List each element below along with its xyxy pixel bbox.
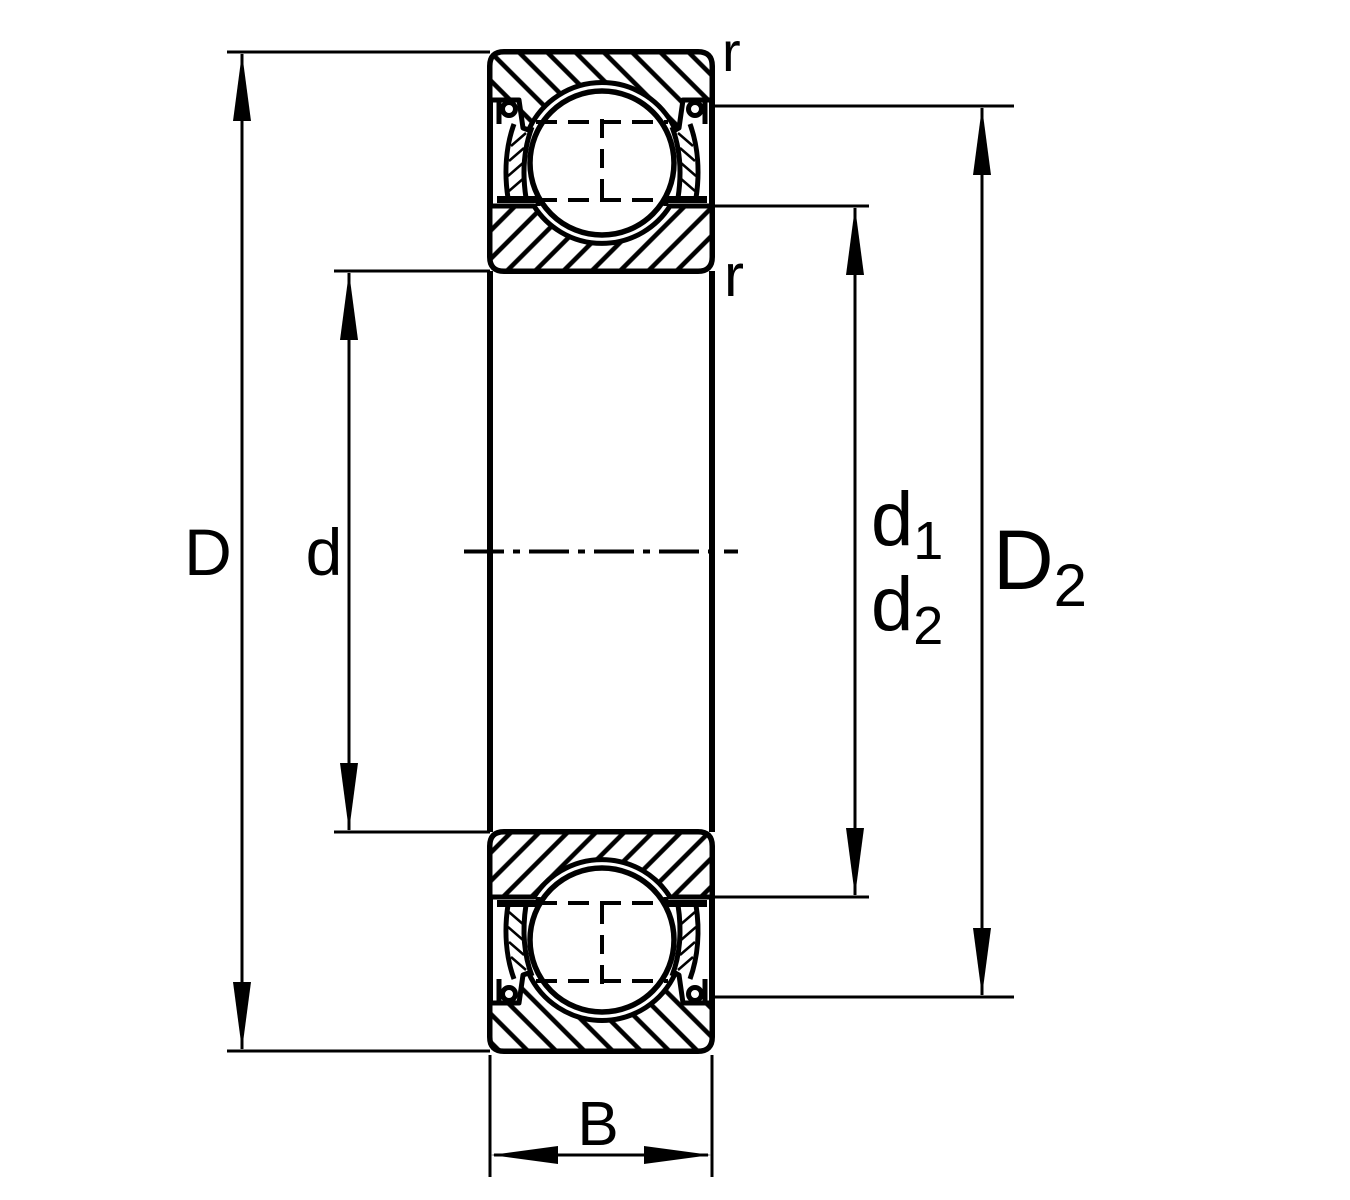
arrow-up-icon [340, 272, 358, 340]
label-shoulder-diameter-d2: d2 [871, 562, 943, 656]
dimension-d1-d2 [712, 204, 869, 899]
arrow-down-icon [973, 928, 991, 996]
arrow-up-icon [973, 107, 991, 175]
arrow-left-icon [491, 1146, 558, 1164]
arrow-right-icon [644, 1146, 711, 1164]
label-outer-diameter: D [184, 515, 232, 589]
dimension-D2 [712, 104, 1014, 999]
arrow-down-icon [340, 763, 358, 831]
dimension-D [227, 50, 490, 1053]
arrow-down-icon [233, 982, 251, 1050]
label-chamfer-outer-r: r [722, 20, 741, 83]
label-bore-diameter: d [306, 515, 343, 589]
label-width: B [577, 1090, 618, 1159]
dimension-d [334, 269, 490, 834]
arrow-down-icon [846, 828, 864, 896]
arrow-up-icon [846, 207, 864, 275]
label-chamfer-inner-r: r [724, 242, 744, 309]
bearing-top-section [490, 52, 712, 271]
bearing-bottom-section [490, 832, 712, 1051]
label-shoulder-diameter-d1: d1 [871, 477, 943, 571]
label-recess-diameter-D2: D2 [993, 513, 1087, 619]
bearing-cross-section [464, 52, 738, 1051]
dimension-B [488, 1055, 714, 1177]
arrow-up-icon [233, 53, 251, 121]
